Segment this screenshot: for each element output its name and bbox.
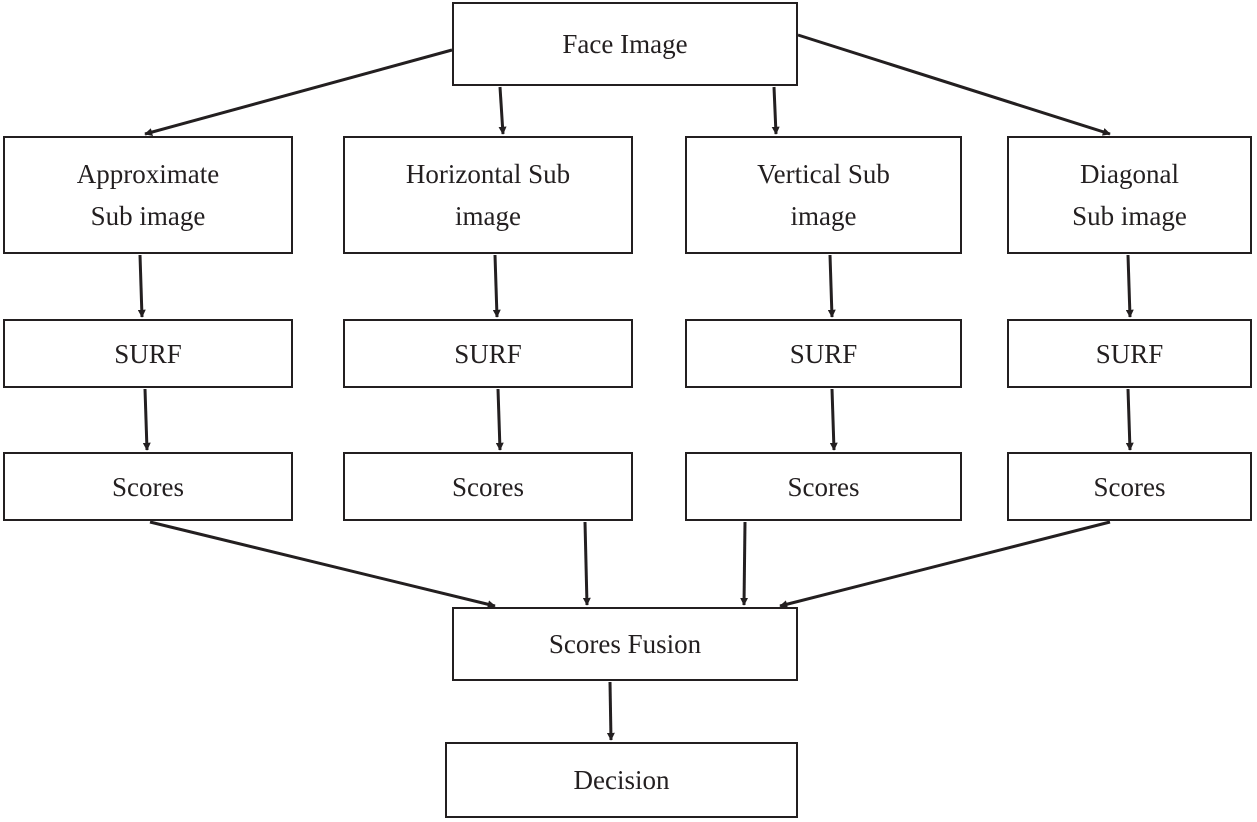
face-image-node: Face Image [452, 2, 798, 86]
scores-node-vertical: Scores [685, 452, 962, 521]
arrow-surf-to-scores-3 [829, 388, 838, 451]
arrow-surf-to-scores-2 [495, 388, 504, 451]
scores-fusion-node: Scores Fusion [452, 607, 798, 681]
arrow-scores-3-to-fusion [740, 521, 749, 606]
scores-node-diagonal: Scores [1007, 452, 1252, 521]
arrow-diagonal-to-surf [1125, 254, 1134, 318]
scores-node-approximate: Scores [3, 452, 293, 521]
arrow-surf-to-scores-1 [142, 388, 151, 451]
vertical-sub-image-node: Vertical Sub image [685, 136, 962, 254]
scores-node-horizontal: Scores [343, 452, 633, 521]
surf-node-approximate: SURF [3, 319, 293, 388]
horizontal-sub-image-node: Horizontal Sub image [343, 136, 633, 254]
arrow-approximate-to-surf [137, 254, 146, 318]
arrow-face-to-vertical [771, 86, 780, 135]
arrow-surf-to-scores-4 [1125, 388, 1134, 451]
arrow-face-to-horizontal [498, 86, 507, 135]
arrow-face-to-diagonal [797, 33, 1111, 136]
decision-node: Decision [445, 742, 798, 818]
arrow-face-to-approximate [144, 48, 453, 136]
arrow-vertical-to-surf [827, 254, 836, 318]
approximate-sub-image-node: Approximate Sub image [3, 136, 293, 254]
surf-node-diagonal: SURF [1007, 319, 1252, 388]
arrow-fusion-to-decision [606, 681, 615, 741]
arrow-horizontal-to-surf [492, 254, 501, 318]
diagonal-sub-image-node: Diagonal Sub image [1007, 136, 1252, 254]
arrow-scores-2-to-fusion [582, 521, 591, 606]
arrow-scores-1-to-fusion [149, 520, 496, 609]
arrow-scores-4-to-fusion [779, 520, 1111, 609]
surf-node-horizontal: SURF [343, 319, 633, 388]
surf-node-vertical: SURF [685, 319, 962, 388]
